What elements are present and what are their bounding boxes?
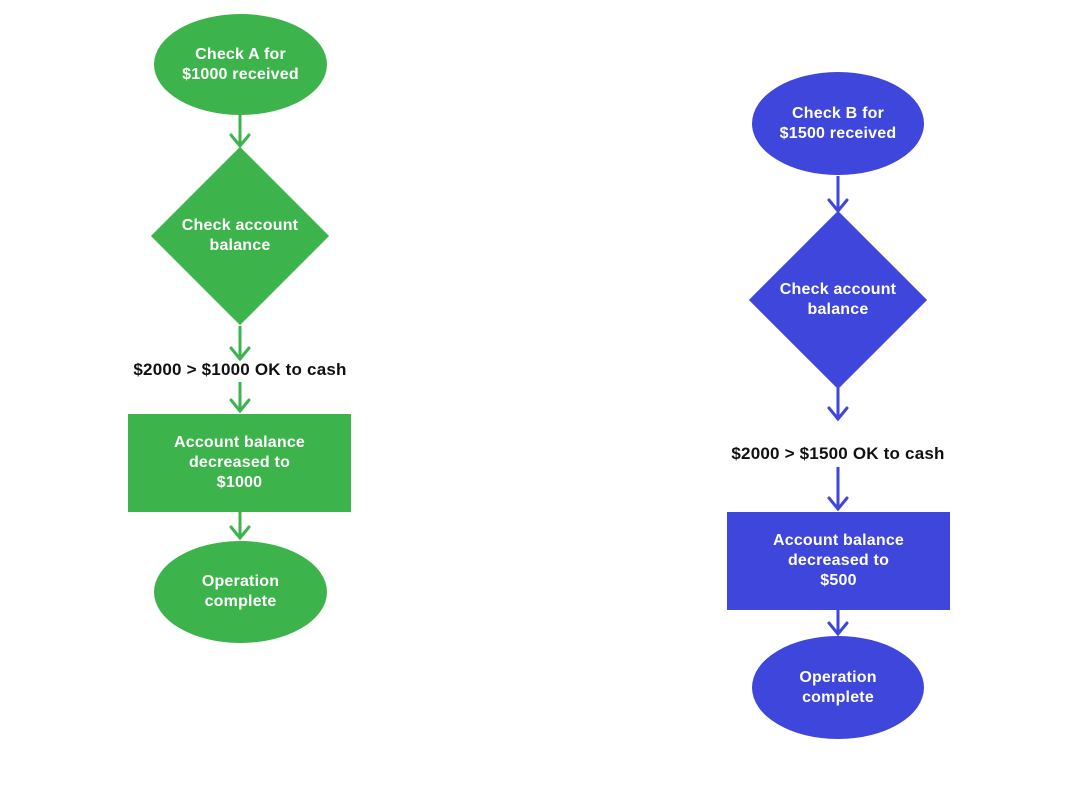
- process-node-check-a: Account balance decreased to $1000: [128, 414, 351, 512]
- end-node-check-a: Operation complete: [154, 541, 327, 643]
- start-node-check-b: Check B for $1500 received: [752, 72, 924, 175]
- process-node-check-b: Account balance decreased to $500: [727, 512, 950, 610]
- flow-arrow-icon: [827, 467, 849, 511]
- start-node-check-a: Check A for $1000 received: [154, 14, 327, 115]
- flow-arrow-icon: [229, 326, 251, 361]
- decision-label: Check account balance: [779, 281, 897, 318]
- decision-label: Check account balance: [181, 217, 299, 254]
- decision-node-check-a: Check account balance: [150, 146, 330, 326]
- flow-arrow-icon: [229, 512, 251, 540]
- flow-arrow-icon: [229, 382, 251, 413]
- end-node-check-b: Operation complete: [752, 636, 924, 739]
- flow-arrow-icon: [827, 610, 849, 636]
- flow-arrow-icon: [827, 388, 849, 421]
- flow-arrow-icon: [229, 114, 251, 148]
- flow-arrow-icon: [827, 176, 849, 213]
- decision-node-check-b: Check account balance: [748, 210, 928, 390]
- condition-label-check-a: $2000 > $1000 OK to cash: [133, 360, 347, 379]
- condition-label-check-b: $2000 > $1500 OK to cash: [731, 444, 945, 463]
